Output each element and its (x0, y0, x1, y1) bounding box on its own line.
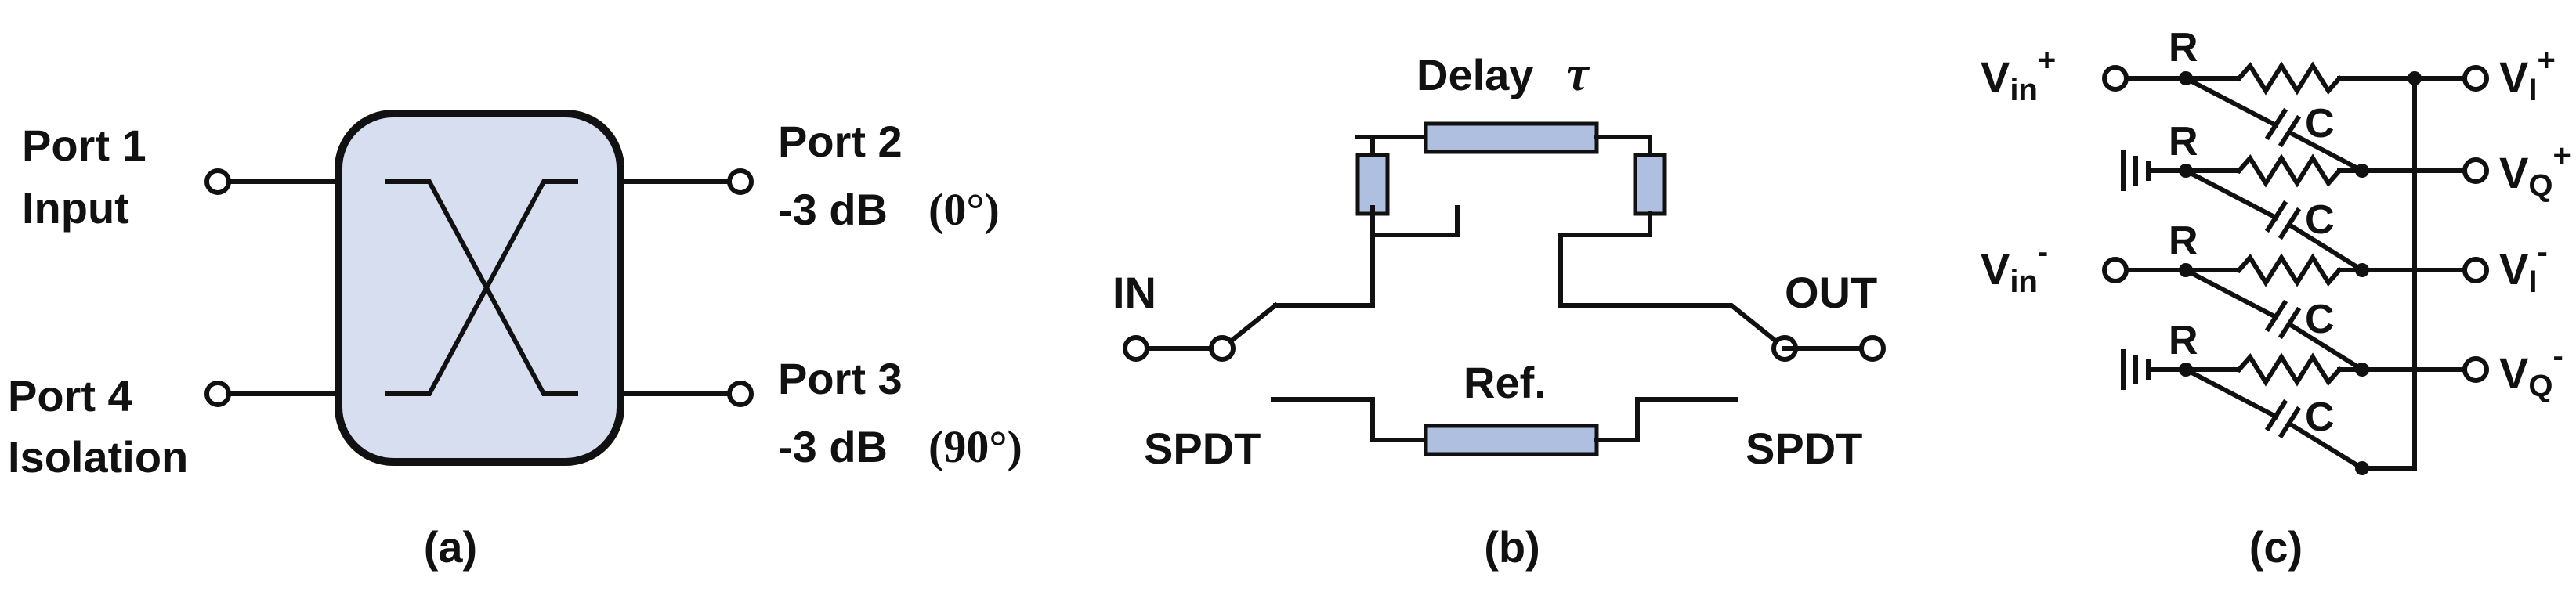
ref-line (1424, 424, 1599, 456)
row3-node-right (2355, 263, 2369, 277)
ref-label: Ref. (1463, 358, 1547, 407)
cap3-wire-b (2285, 320, 2366, 373)
vi-minus-terminal (2462, 257, 2489, 283)
port4-label: Port 4 (8, 371, 132, 420)
bottom-node (2355, 461, 2369, 475)
cap3-wire-a (2182, 266, 2280, 321)
panel-c-polyphase-filter: R C R C R C R C Vin+ Vin- VI+ VQ+ VI- VQ… (1981, 25, 2571, 572)
row1-node-right (2408, 71, 2422, 85)
vin-minus-label: Vin- (1981, 235, 2048, 299)
r3-label: R (2169, 218, 2198, 264)
spdt-left-label: SPDT (1144, 424, 1261, 473)
cap1-plate-a (2264, 107, 2288, 141)
row1-node-left (2179, 71, 2193, 85)
c1-label: C (2305, 101, 2335, 146)
delay-line-vertical-right (1633, 153, 1667, 216)
port3-label: Port 3 (778, 354, 903, 403)
c2-label: C (2305, 197, 2335, 243)
port1-label: Port 1 (22, 121, 147, 170)
cap4-wire-a (2182, 366, 2280, 420)
caption-a: (a) (424, 522, 477, 572)
isolation-label: Isolation (8, 432, 188, 482)
row4-node-right (2355, 363, 2369, 377)
delay-line-horizontal (1424, 121, 1599, 154)
cap1-wire-a (2182, 74, 2280, 129)
input-label: Input (22, 183, 129, 233)
vin-minus-terminal (2102, 257, 2129, 283)
spdt-left-blade (1228, 301, 1279, 344)
row2-resistor (2235, 153, 2343, 188)
delay-path-left (1273, 205, 1460, 308)
ref-path-left (1271, 397, 1428, 442)
vq-plus-label: VQ+ (2499, 139, 2571, 203)
port3-terminal (727, 381, 754, 407)
panel-b-switched-delay: Delay τ IN OUT SPDT SPDT Ref. (b) (1113, 48, 1886, 572)
delay-label: Delay (1416, 50, 1533, 99)
tau-label: τ (1567, 48, 1590, 101)
caption-c: (c) (2249, 522, 2303, 572)
port1-terminal (204, 168, 231, 195)
spdt-left-pole (1209, 335, 1236, 362)
c3-label: C (2305, 297, 2335, 342)
r1-label: R (2169, 25, 2198, 70)
cap3-plate-a (2264, 299, 2288, 333)
in-label: IN (1113, 268, 1156, 317)
ref-path-right (1594, 397, 1738, 442)
delay-path-right (1558, 211, 1779, 344)
port2-phase-label: (0°) (928, 184, 1000, 235)
r2-label: R (2169, 119, 2198, 164)
vi-plus-label: VI+ (2499, 43, 2556, 107)
cap4-plate-a (2264, 399, 2288, 432)
vq-plus-terminal (2462, 157, 2489, 184)
row1-resistor (2235, 61, 2343, 96)
panel-a-hybrid-coupler: Port 1 Input Port 4 Isolation Port 2 -3 … (8, 110, 1022, 572)
port2-level-label: -3 dB (778, 185, 888, 234)
in-terminal (1123, 335, 1149, 362)
coupler-path-coupled (385, 179, 578, 396)
port2-terminal (727, 168, 754, 195)
cap1-wire-b (2285, 128, 2366, 175)
row2-node-right (2355, 164, 2369, 178)
caption-b: (b) (1484, 522, 1540, 572)
vin-plus-terminal (2102, 65, 2129, 92)
out-label: OUT (1785, 268, 1877, 317)
vi-minus-label: VI- (2499, 235, 2548, 299)
delay-line-vertical-left (1355, 153, 1390, 216)
vq-minus-terminal (2462, 356, 2489, 383)
row3-resistor (2235, 253, 2343, 287)
port3-level-label: -3 dB (778, 422, 888, 471)
vq-minus-label: VQ- (2499, 339, 2563, 403)
row4-resistor (2235, 352, 2343, 387)
cap2-wire-a (2182, 167, 2280, 222)
hybrid-coupler-box (335, 110, 624, 466)
port4-terminal (204, 381, 231, 407)
cap2-plate-a (2264, 200, 2288, 233)
port2-label: Port 2 (778, 117, 903, 166)
r4-label: R (2169, 318, 2198, 363)
c4-label: C (2305, 395, 2335, 440)
spdt-right-label: SPDT (1746, 424, 1862, 473)
out-terminal (1859, 335, 1886, 362)
vin-plus-label: Vin+ (1981, 43, 2056, 107)
port3-phase-label: (90°) (928, 421, 1022, 472)
cap4-wire-b (2285, 420, 2366, 472)
vi-plus-terminal (2462, 65, 2489, 92)
cap2-wire-b (2285, 221, 2366, 274)
